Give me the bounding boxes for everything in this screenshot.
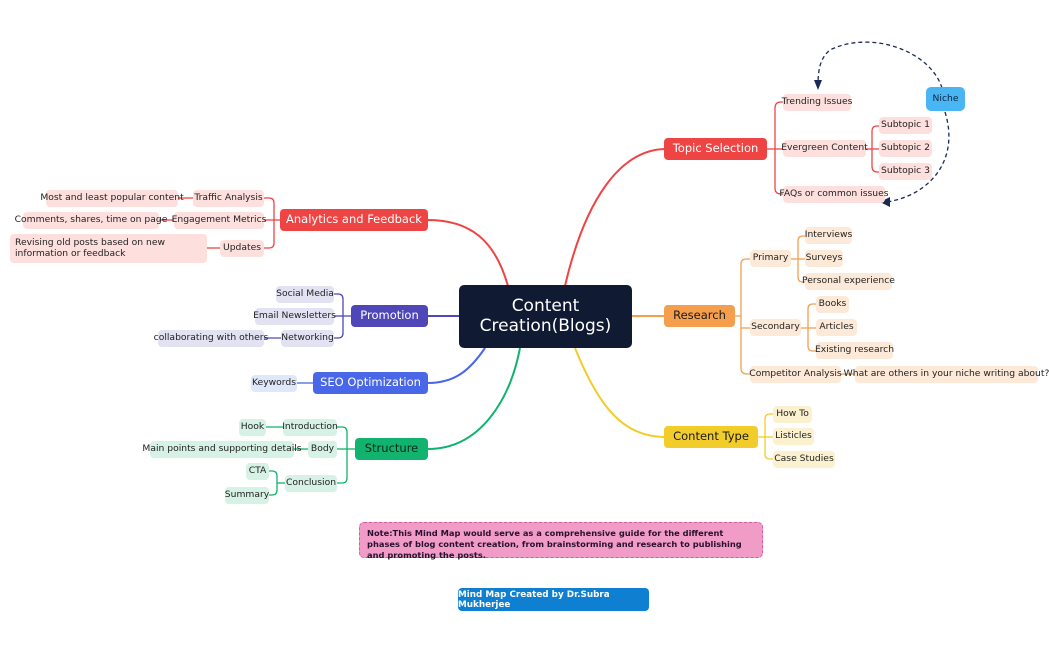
structure-conclusion[interactable]: Conclusion xyxy=(285,475,337,492)
branch-promotion[interactable]: Promotion xyxy=(351,305,428,327)
content-type-how-to[interactable]: How To xyxy=(773,406,812,423)
topic-item-evergreen[interactable]: Evergreen Content xyxy=(781,140,868,157)
networking-detail[interactable]: collaborating with others xyxy=(154,330,268,347)
primary-interviews[interactable]: Interviews xyxy=(805,227,852,244)
introduction-hook[interactable]: Hook xyxy=(239,419,266,436)
branch-topic-selection[interactable]: Topic Selection xyxy=(664,138,767,160)
content-type-listicles[interactable]: Listicles xyxy=(773,428,814,445)
subtopic-2[interactable]: Subtopic 2 xyxy=(879,140,932,157)
analytics-engagement[interactable]: Engagement Metrics xyxy=(172,212,266,229)
secondary-articles[interactable]: Articles xyxy=(816,319,857,336)
note-box[interactable]: Note:This Mind Map would serve as a comp… xyxy=(359,522,763,560)
structure-body[interactable]: Body xyxy=(308,441,337,458)
subtopic-1[interactable]: Subtopic 1 xyxy=(879,117,932,134)
secondary-existing-research[interactable]: Existing research xyxy=(815,342,894,359)
promotion-email-newsletters[interactable]: Email Newsletters xyxy=(253,308,336,325)
branch-research[interactable]: Research xyxy=(664,305,735,327)
primary-surveys[interactable]: Surveys xyxy=(805,250,843,267)
research-primary[interactable]: Primary xyxy=(750,250,791,267)
research-competitor-analysis[interactable]: Competitor Analysis xyxy=(749,366,842,383)
updates-detail[interactable]: Revising old posts based on new informat… xyxy=(10,234,207,263)
topic-item-trending[interactable]: Trending Issues xyxy=(782,94,852,111)
promotion-networking[interactable]: Networking xyxy=(281,330,334,347)
engagement-detail[interactable]: Comments, shares, time on page xyxy=(15,212,167,229)
body-detail[interactable]: Main points and supporting details xyxy=(142,441,302,458)
analytics-traffic[interactable]: Traffic Analysis xyxy=(193,190,264,207)
topic-item-faqs[interactable]: FAQs or common issues xyxy=(779,186,889,203)
content-type-case-studies[interactable]: Case Studies xyxy=(773,451,835,468)
conclusion-summary[interactable]: Summary xyxy=(225,487,269,504)
branch-seo-optimization[interactable]: SEO Optimization xyxy=(313,372,428,394)
primary-personal-experience[interactable]: Personal experience xyxy=(802,273,895,290)
analytics-updates[interactable]: Updates xyxy=(220,240,264,257)
central-topic[interactable]: Content Creation(Blogs) xyxy=(459,285,632,348)
credit-label[interactable]: Mind Map Created by Dr.Subra Mukherjee xyxy=(458,588,649,611)
conclusion-cta[interactable]: CTA xyxy=(246,463,269,480)
research-secondary[interactable]: Secondary xyxy=(750,319,801,336)
branch-analytics-feedback[interactable]: Analytics and Feedback xyxy=(280,209,428,231)
secondary-books[interactable]: Books xyxy=(816,296,849,313)
niche-node[interactable]: Niche xyxy=(926,87,965,111)
branch-structure[interactable]: Structure xyxy=(355,438,428,460)
subtopic-3[interactable]: Subtopic 3 xyxy=(879,163,932,180)
traffic-detail[interactable]: Most and least popular content xyxy=(40,190,184,207)
structure-introduction[interactable]: Introduction xyxy=(282,419,338,436)
competitor-question[interactable]: What are others in your niche writing ab… xyxy=(844,366,1049,383)
branch-content-type[interactable]: Content Type xyxy=(664,426,758,448)
promotion-social-media[interactable]: Social Media xyxy=(276,286,334,303)
seo-keywords[interactable]: Keywords xyxy=(251,375,297,392)
